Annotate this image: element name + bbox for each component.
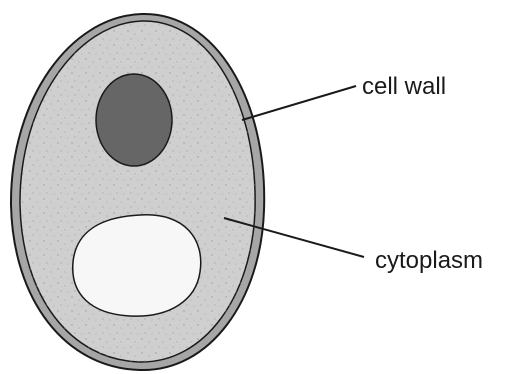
- cell-wall-leader-line: [242, 86, 356, 120]
- vacuole: [73, 215, 201, 316]
- nucleus: [96, 74, 172, 166]
- cytoplasm-label: cytoplasm: [375, 247, 483, 274]
- cell-wall-label: cell wall: [362, 73, 446, 100]
